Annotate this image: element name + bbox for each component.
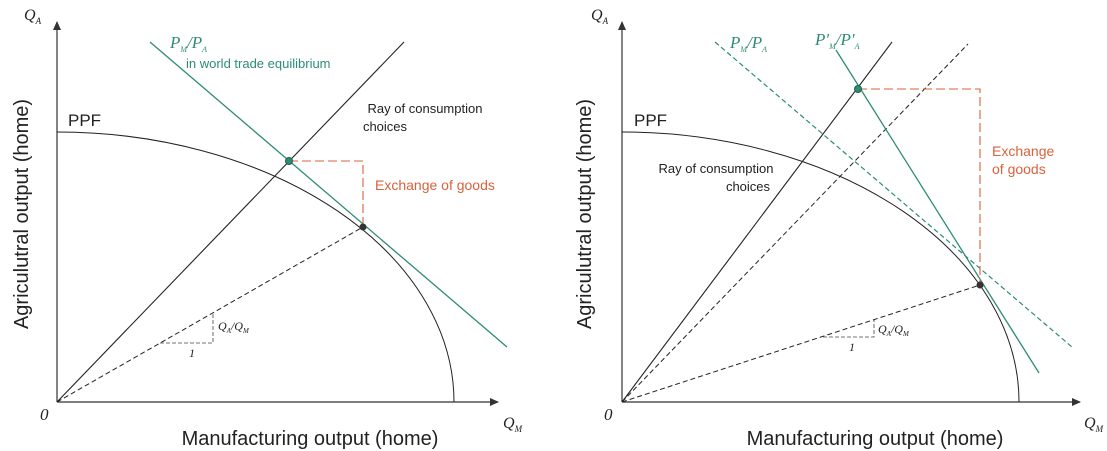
left-panel: QA QM 0 Agriculutral output (home) Manuf… (11, 7, 523, 450)
left-y-axis-label: QA (24, 7, 42, 26)
left-production-point (359, 223, 367, 231)
right-x-axis-label: QM (1084, 415, 1104, 434)
right-ray-label-line2: choices (726, 179, 771, 194)
left-ppf-curve (56, 131, 455, 403)
left-price-label: PM/PA (169, 33, 207, 54)
right-panel: QA QM 0 Agriculutral output (home) Manuf… (574, 7, 1104, 450)
right-origin-label: 0 (604, 405, 613, 424)
left-slope-ratio-label: QA/QM (218, 319, 250, 335)
right-exchange-label-line2: of goods (992, 161, 1046, 177)
left-slope-run-label: 1 (189, 346, 195, 360)
right-ylabel: Agriculutral output (home) (574, 99, 596, 329)
right-consumption-ray (621, 41, 893, 403)
left-ppf-label: PPF (68, 111, 101, 130)
right-new-price-label: P′M/P′A (814, 30, 860, 51)
left-x-axis-label: QM (503, 415, 523, 434)
right-exchange-triangle (858, 88, 981, 285)
left-production-ratio-line (56, 226, 364, 403)
right-production-point (976, 281, 984, 289)
left-ray-label-line1: Ray of consumption (368, 101, 483, 116)
left-ylabel: Agriculutral output (home) (11, 99, 33, 329)
right-production-ratio-line (621, 284, 981, 403)
left-consumption-point (285, 157, 293, 165)
left-consumption-ray (56, 41, 405, 403)
left-exchange-label: Exchange of goods (375, 177, 495, 193)
right-ray-label-line1: Ray of consumption (659, 161, 774, 176)
left-origin-label: 0 (40, 405, 49, 424)
left-slope-triangle (160, 313, 214, 344)
left-xlabel: Manufacturing output (home) (182, 428, 439, 450)
right-slope-triangle (823, 320, 875, 338)
left-ray-label-line2: choices (363, 119, 408, 134)
right-slope-ratio-label: QA/QM (878, 322, 910, 338)
right-old-consumption-ray (621, 43, 969, 403)
left-price-note: in world trade equilibrium (186, 56, 331, 71)
right-new-price-line (835, 49, 1040, 374)
right-price-label: PM/PA (729, 33, 767, 54)
right-xlabel: Manufacturing output (home) (747, 428, 1004, 450)
left-price-line (149, 41, 508, 348)
right-consumption-point (854, 85, 862, 93)
right-old-price-line (714, 41, 1073, 348)
right-ppf-label: PPF (634, 111, 667, 130)
right-y-axis-label: QA (591, 7, 609, 26)
right-ppf-curve (621, 131, 1020, 403)
right-exchange-label-line1: Exchange (992, 143, 1054, 159)
left-exchange-triangle (289, 160, 364, 227)
right-slope-run-label: 1 (849, 340, 855, 354)
